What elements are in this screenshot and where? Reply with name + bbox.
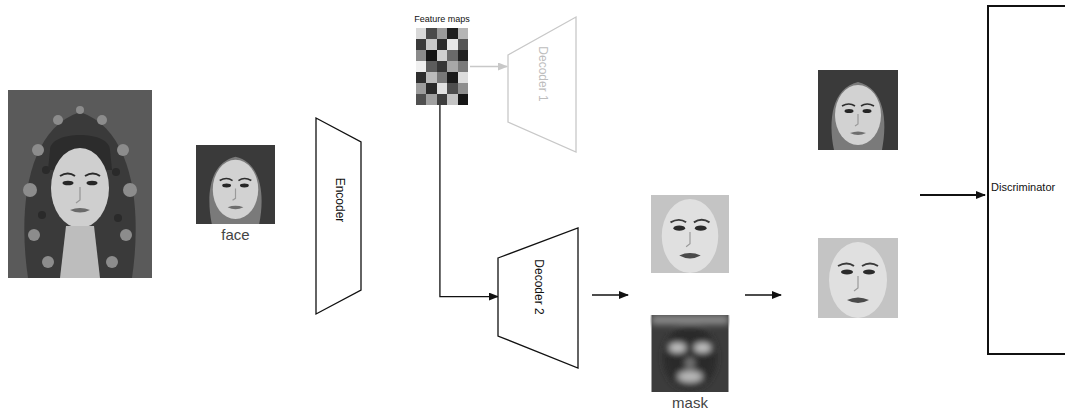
flow-arrow [592,294,628,295]
node-label: face [221,226,249,243]
decoder-trapezoid: Decoder 2 [498,228,578,368]
connector-arrow [470,66,507,67]
encoder-trapezoid: Encoder [316,118,361,314]
decoder-trapezoid: Decoder 1 [508,17,576,152]
node-label: Decoder 1 [535,46,549,101]
node-label: Encoder [332,178,346,223]
node-label: Decoder 2 [531,259,545,314]
mask-output: mask [650,315,730,392]
face-crop: face [195,145,276,224]
feature-map-grid [416,28,468,105]
generated-face-image [650,195,730,273]
flow-arrow [920,194,985,196]
trapezoid-shape [498,228,578,368]
real-face-image [818,70,898,150]
node-label: Feature maps [414,14,470,24]
mask-image [650,315,730,392]
discriminator-box: Discriminator [987,5,1065,355]
blended-face-image [818,238,898,318]
face-crop-image [195,145,276,224]
trapezoid-shape [508,17,576,152]
flow-arrow [745,294,781,295]
feature-maps: Feature maps [416,28,468,105]
node-label: Discriminator [991,181,1055,194]
source-photo [8,90,152,278]
trapezoid-shape [316,118,361,314]
node-label: mask [672,394,708,411]
connector-arrow [440,105,498,297]
